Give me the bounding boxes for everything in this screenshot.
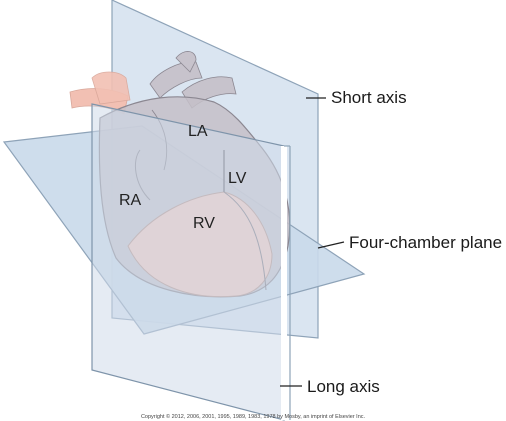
- label-long-axis: Long axis: [307, 377, 380, 396]
- leader-four-chamber: [317, 241, 345, 249]
- label-four-chamber-plane: Four-chamber plane: [349, 233, 502, 252]
- copyright-notice: Copyright © 2012, 2006, 2001, 1995, 1989…: [141, 413, 366, 420]
- great-vessels: [69, 51, 237, 115]
- label-la: LA: [188, 123, 208, 140]
- label-lv: LV: [228, 170, 247, 187]
- label-ra: RA: [119, 192, 142, 209]
- long-axis-plane: [91, 103, 291, 421]
- label-short-axis: Short axis: [331, 88, 407, 107]
- label-rv: RV: [193, 215, 215, 232]
